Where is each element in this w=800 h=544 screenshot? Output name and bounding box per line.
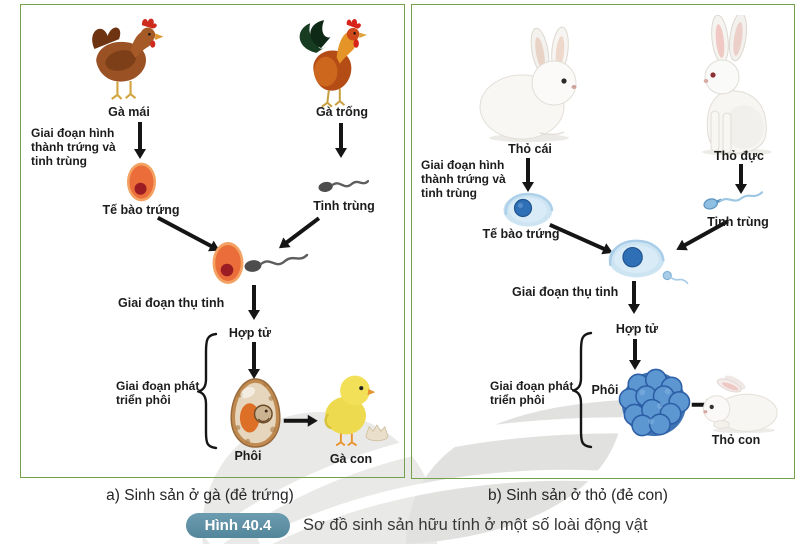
egg-cell-label: Tế bào trứng [482, 227, 560, 241]
fertilization-stage-label: Giai đoạn thụ tinh [118, 296, 225, 310]
female-rabbit-label: Thỏ cái [508, 142, 552, 156]
egg-cell-label: Tế bào trứng [102, 203, 180, 217]
fertilization-image [212, 242, 309, 284]
sperm-image [703, 191, 764, 210]
embryo-stage-label: Giai đoạn phát triển phôi [116, 379, 200, 408]
hen-label: Gà mái [108, 105, 150, 119]
formation-stage-label: Giai đoạn hình thành trứng và tinh trùng [421, 158, 506, 201]
embryo-stage-brace [572, 331, 593, 449]
figure-caption: Sơ đồ sinh sản hữu tính ở một số loài độ… [303, 516, 648, 534]
arrow-to-zygote-label [252, 285, 256, 311]
sperm-label: Tinh trùng [707, 215, 769, 229]
sperm-image [318, 179, 369, 193]
arrow-zygote-to-embryo [633, 339, 637, 361]
zygote-label: Hợp tử [615, 322, 659, 336]
arrow-male-to-sperm [739, 164, 743, 185]
arrow-zygote-to-embryo [252, 342, 256, 370]
formation-stage-label: Giai đoạn hình thành trứng và tinh trùng [31, 126, 116, 169]
arrow-embryo-to-chick [283, 419, 309, 423]
sperm-label: Tinh trùng [313, 199, 375, 213]
fertilization-image [608, 239, 689, 285]
rooster-label: Gà trống [315, 105, 369, 119]
female-rabbit-image [479, 26, 577, 142]
figure-number-badge: Hình 40.4 [186, 513, 290, 538]
arrow-hen-to-egg [138, 122, 142, 150]
baby-rabbit-label: Thỏ con [711, 433, 761, 447]
embryo-egg-image [230, 378, 281, 448]
panel-b-caption: b) Sinh sản ở thỏ (đẻ con) [488, 487, 668, 504]
panel-a-caption: a) Sinh sản ở gà (đẻ trứng) [106, 487, 294, 504]
rooster-image [299, 19, 368, 108]
egg-cell-image [126, 162, 157, 202]
zygote-label: Hợp tử [228, 326, 272, 340]
egg-cell-image [503, 192, 554, 227]
panel-rabbit: Thỏ cái Thỏ đực Giai đoạn hình thành trứ… [411, 4, 795, 479]
embryo-label: Phôi [591, 383, 619, 397]
embryo-stage-label: Giai đoạn phát triển phôi [490, 379, 574, 408]
baby-rabbit-image [702, 375, 778, 434]
embryo-stage-brace [197, 332, 218, 450]
arrow-rooster-to-sperm [339, 123, 343, 149]
panel-chicken: Gà mái Gà trống Giai đoạn hình thành trứ… [20, 4, 405, 478]
chick-label: Gà con [329, 452, 373, 466]
male-rabbit-image [702, 15, 772, 155]
hen-image [92, 18, 164, 100]
chick-image [324, 375, 389, 447]
embryo-label: Phôi [234, 449, 262, 463]
fertilization-stage-label: Giai đoạn thụ tinh [512, 285, 619, 299]
arrow-female-to-egg [526, 158, 530, 183]
male-rabbit-label: Thỏ đực [713, 149, 765, 163]
arrow-egg-to-zygote [156, 216, 213, 249]
morula-embryo-image [618, 368, 691, 437]
arrow-to-zygote-label [632, 281, 636, 305]
